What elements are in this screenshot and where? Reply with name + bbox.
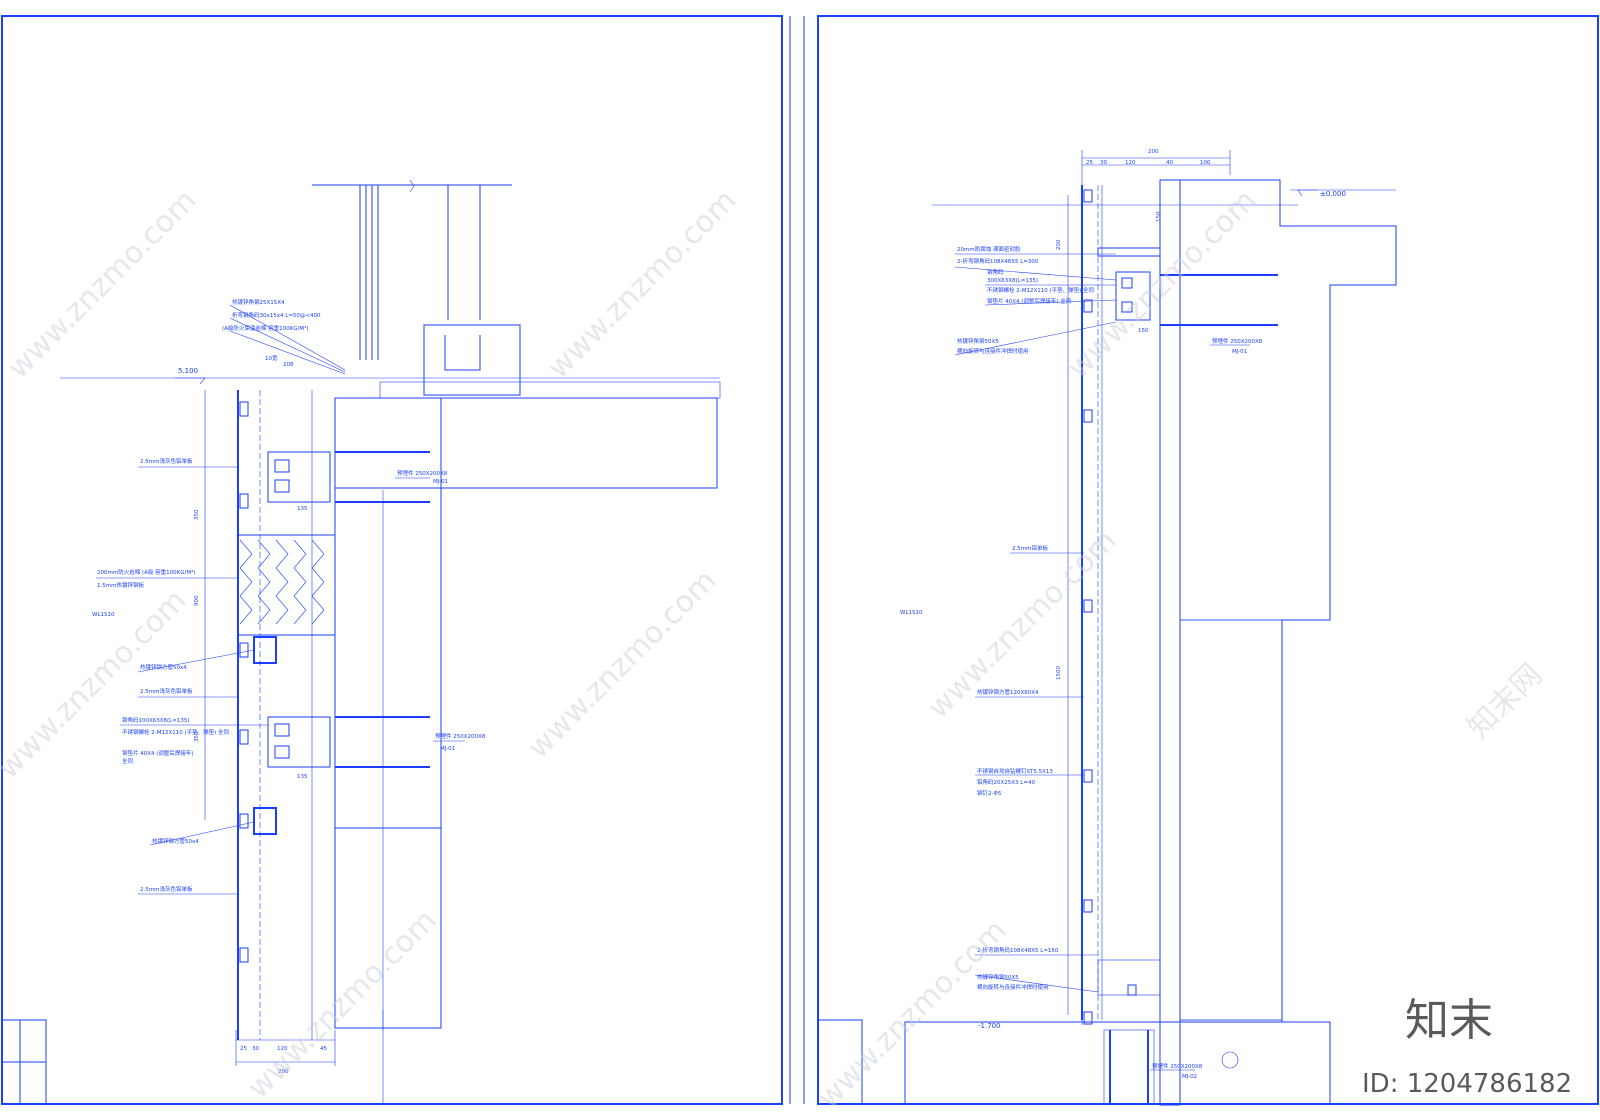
right-level-bottom: -1.700	[978, 1022, 1001, 1030]
right-label-b3: 钢角码	[987, 268, 1004, 276]
right-side-note: WL1S10	[900, 610, 923, 616]
right-dim-t0: 25	[1086, 160, 1093, 166]
left-label-a3: (A级防火保温岩棉 容重100KG/M³)	[222, 324, 308, 332]
right-dim-t1: 30	[1100, 160, 1107, 166]
left-embed2b: MJ-01	[440, 746, 455, 752]
left-dim-b0: 25	[240, 1046, 247, 1052]
left-dim-total: 200	[278, 1069, 289, 1075]
left-dim-208: 208	[283, 362, 294, 368]
right-sheet-border	[817, 15, 1599, 1105]
image-id: ID: 1204786182	[1362, 1069, 1572, 1099]
left-dim-v2: 900	[194, 595, 200, 606]
right-dim-total: 200	[1148, 149, 1159, 155]
right-label-c1: 不锈钢自攻自钻螺钉ST5.5X13	[977, 767, 1053, 775]
watermark-text: www.znzmo.com	[241, 903, 444, 1106]
right-dim-t3: 40	[1166, 160, 1173, 166]
right-label-b4: 300X63X8(L=135)	[987, 278, 1038, 284]
right-sheet	[803, 15, 1599, 1106]
steel-bracket-upper	[267, 451, 331, 503]
right-label-b1: 20mm防腐蚀 满面密封胶	[957, 245, 1021, 253]
right-dim-v1500: 1500	[1056, 666, 1062, 680]
right-dim-v150b: 150	[1138, 328, 1149, 334]
left-label-insul1: 200mm防火岩棉 (A级 容重100KG/M³)	[97, 568, 195, 576]
left-level-top: 5.100	[178, 367, 198, 375]
watermark-text: www.znzmo.com	[521, 563, 724, 766]
right-label-b5: 不锈钢螺栓 2-M12X110 (平垫、弹垫) 全同	[987, 286, 1095, 294]
right-label-panel: 2.5mm铝单板	[1012, 544, 1048, 552]
left-dim-b3: 45	[320, 1046, 327, 1052]
left-embed1b: MJ-01	[433, 479, 448, 485]
right-label-c2: 铝角码20X25X3 L=40	[977, 778, 1035, 786]
left-side-note: WL1S10	[92, 612, 115, 618]
left-label-panel3: 2.5mm浅灰色铝单板	[140, 885, 193, 893]
watermark-text: www.znzmo.com	[541, 183, 744, 386]
right-label-b6: 钢垫片 40X4 (调整后焊接牢) 全同	[987, 297, 1072, 305]
left-label-a1: 热镀锌角钢25X15X4	[232, 298, 285, 306]
right-label-b7: 热镀锌角钢50X5	[957, 337, 999, 345]
right-level-top: ±0.000	[1320, 190, 1346, 198]
right-dim-v150: 150	[1156, 211, 1162, 222]
left-label-ang1: 钢角码100X63X8(L=135)	[122, 716, 190, 724]
left-dim-10: 10宽	[265, 354, 278, 362]
right-embed2a: 预埋件 250X200X8	[1152, 1062, 1203, 1070]
right-label-tube: 热镀锌钢方管120X60X4	[977, 688, 1039, 696]
right-label-b2: 2-折弯钢角码108X48X5 L=300	[957, 257, 1039, 265]
steel-bracket-lower	[267, 716, 331, 768]
wall-lower	[1179, 619, 1283, 1021]
left-label-tube1: 热镀锌钢方管50x4	[140, 663, 187, 671]
right-label-d2: 热镀锌角钢50X5	[977, 973, 1019, 981]
left-label-ang2: 不锈钢螺栓 2-M12X110 (平垫、弹垫) 全同	[122, 728, 230, 736]
right-title-block	[817, 1019, 863, 1105]
left-dim-v1: 350	[194, 509, 200, 520]
left-label-panel2: 2.5mm浅灰色铝单板	[140, 687, 193, 695]
base-slab	[904, 1021, 1331, 1105]
right-embed2b: MJ-02	[1182, 1074, 1197, 1080]
right-dim-t2: 120	[1125, 160, 1136, 166]
watermark-text: 知末网	[1461, 657, 1549, 745]
right-dim-v200: 200	[1056, 239, 1062, 250]
steel-tube-upper	[253, 636, 277, 664]
right-label-d1: 2-折弯钢角码108X48X5 L=150	[977, 946, 1059, 954]
right-dim-right: 100	[1200, 160, 1211, 166]
left-sheet-border	[1, 15, 783, 1105]
left-dim-b1: 30	[252, 1046, 259, 1052]
watermark-text: www.znzmo.com	[1061, 183, 1264, 386]
right-label-d3: 横向旋转与连接件冲焊时使用	[977, 983, 1049, 991]
watermark-layer: www.znzmo.com www.znzmo.com www.znzmo.co…	[0, 183, 1549, 1116]
left-embed2a: 预埋件 250X200X8	[435, 732, 486, 740]
concrete-column-lower	[334, 827, 442, 1029]
floor-slab	[334, 397, 718, 489]
left-dim-135b: 135	[297, 774, 308, 780]
left-label-ang4: 全同	[122, 757, 134, 765]
left-embed1a: 预埋件 250X200X8	[397, 469, 448, 477]
right-embed1b: MJ-01	[1232, 349, 1247, 355]
watermark-text: www.znzmo.com	[1, 183, 204, 386]
right-embed1a: 预埋件 250X200X8	[1212, 337, 1263, 345]
left-dim-b2: 120	[277, 1046, 288, 1052]
right-label-c3: 铆钉2-Φ5	[977, 789, 1002, 797]
left-dim-v3: 350	[194, 731, 200, 742]
watermark-text: www.znzmo.com	[811, 913, 1014, 1116]
right-steel-bracket	[1115, 271, 1151, 321]
steel-tube-lower	[253, 807, 277, 835]
concrete-column	[334, 397, 442, 829]
left-label-tube2: 热镀锌钢方管50x4	[152, 837, 199, 845]
insulation-block	[237, 534, 336, 636]
left-label-panel1: 2.5mm浅灰色铝单板	[140, 457, 193, 465]
left-sheet	[1, 15, 791, 1105]
insulation-strip	[1159, 179, 1181, 1106]
left-label-insul2: 1.5mm热镀锌钢板	[97, 581, 144, 589]
parapet-coping	[423, 324, 521, 396]
left-label-a2: 折弯钢角码30x15x4 L=50@<400	[232, 311, 321, 319]
left-label-ang3: 钢垫片 40X4 (调整后焊接牢)	[122, 749, 194, 757]
brand-logo: 知末	[1405, 995, 1493, 1046]
left-dim-135a: 135	[297, 506, 308, 512]
right-label-b8: 横向旋转与连接件冲焊时使用	[957, 347, 1029, 355]
